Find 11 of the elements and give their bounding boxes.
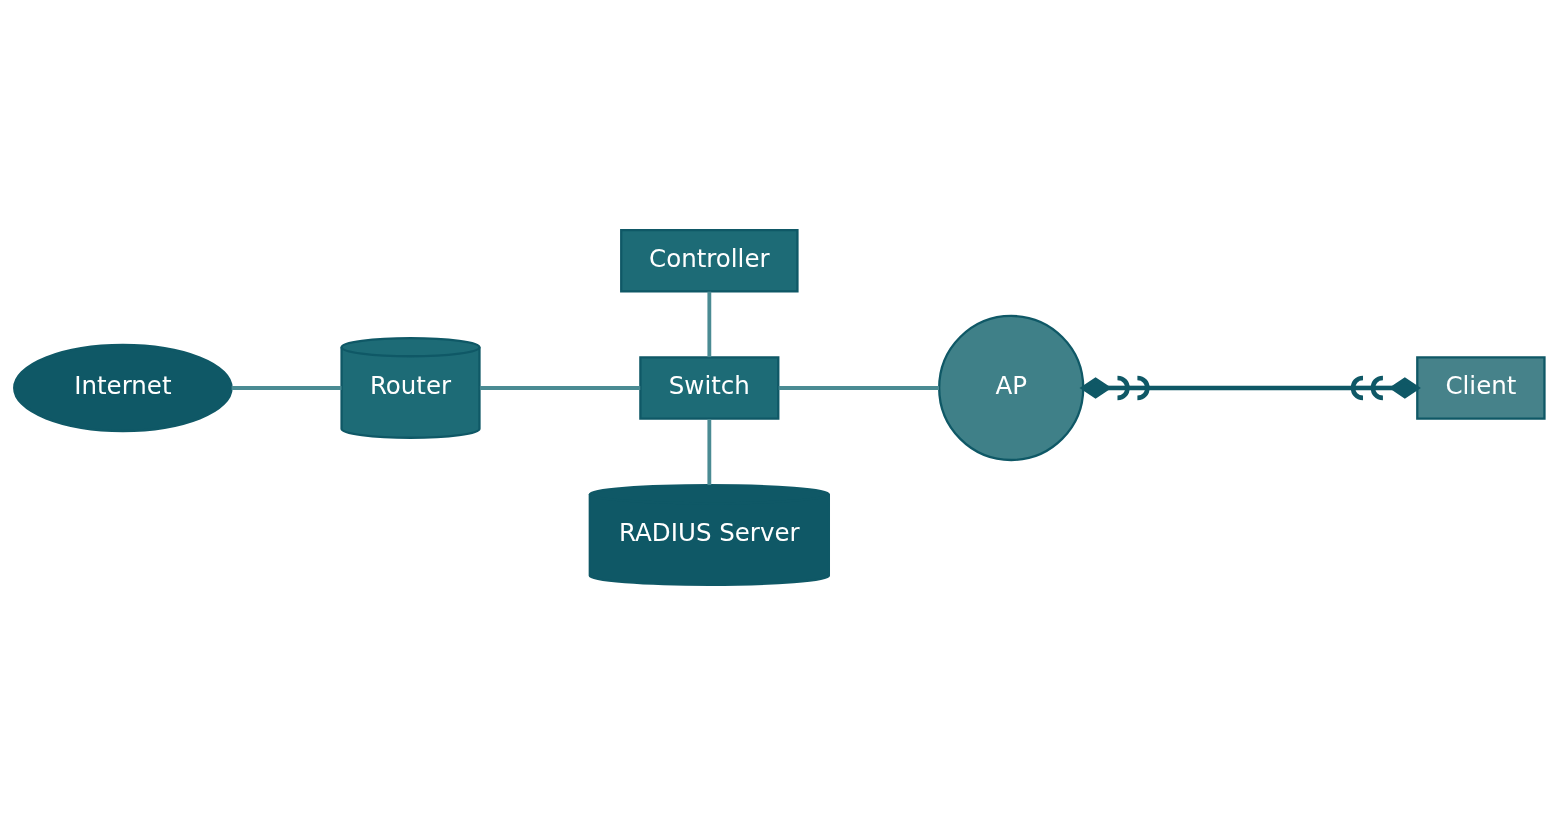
connector: [707, 291, 712, 357]
connector: [707, 418, 712, 485]
connector: [231, 385, 342, 390]
connector: [778, 385, 939, 390]
connector: [1079, 375, 1421, 400]
node-box: Controller: [620, 228, 799, 293]
node-box: Switch: [639, 355, 780, 420]
node-box: Client: [1416, 355, 1546, 420]
node-ellipse: Internet: [13, 343, 233, 432]
node-circle: AP: [938, 314, 1085, 461]
connector: [479, 385, 641, 390]
